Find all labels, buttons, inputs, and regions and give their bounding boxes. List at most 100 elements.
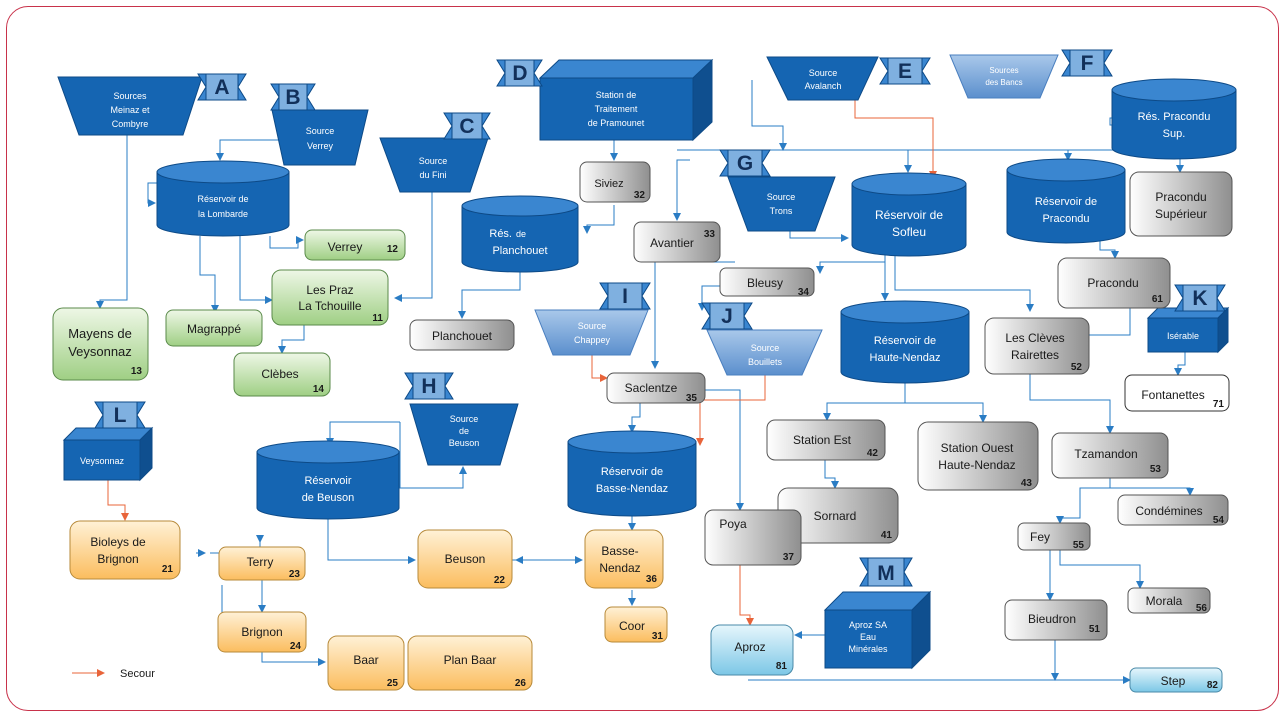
aproz-sa-line3: Minérales (848, 644, 888, 654)
node-tzamandon: Tzamandon 53 (1051, 432, 1169, 479)
node-brignon-num: 24 (290, 641, 302, 652)
node-siviez: Siviez 32 (579, 161, 651, 203)
badge-a-letter: A (214, 76, 229, 99)
node-station-est-label: Station Est (793, 433, 852, 447)
node-condemines-label: Condémines (1135, 504, 1202, 518)
veysonnaz-box-label: Veysonnaz (80, 456, 125, 466)
reservoir-lombarde: Réservoir de la Lombarde (156, 160, 290, 237)
node-fontanettes-num: 71 (1213, 399, 1225, 410)
node-clebes-label: Clèbes (261, 367, 298, 381)
badge-j-letter: J (721, 305, 733, 328)
node-beuson-label: Beuson (445, 552, 486, 566)
node-bleusy: Bleusy 34 (719, 267, 815, 298)
node-terry-label: Terry (247, 555, 274, 569)
node-basse-nendaz: Basse- Nendaz 36 (584, 529, 664, 589)
badge-b-letter: B (285, 86, 300, 109)
node-coor-num: 31 (652, 631, 664, 642)
reservoir-sofleu: Réservoir de Sofleu (851, 172, 967, 257)
source-chappey: Source Chappey (534, 309, 649, 356)
source-bancs-line1: Sources (989, 66, 1018, 75)
node-les-cleves-line1: Les Clèves (1005, 331, 1064, 345)
node-baar-label: Baar (353, 653, 378, 667)
node-mayens-line1: Mayens de (68, 326, 132, 341)
badge-l: L (94, 401, 146, 429)
node-station-ouest: Station Ouest Haute-Nendaz 43 (917, 421, 1039, 491)
source-bancs-line2: des Bancs (985, 78, 1022, 87)
badge-c: C (443, 112, 491, 140)
source-fini: Source du Fini (379, 137, 489, 193)
node-pracondu-label: Pracondu (1087, 276, 1138, 290)
aproz-sa-line1: Aproz SA (849, 620, 887, 630)
node-magrappe-label: Magrappé (187, 322, 241, 336)
node-station-est: Station Est 42 (766, 419, 886, 461)
node-les-cleves: Les Clèves Rairettes 52 (984, 317, 1090, 375)
badge-f-letter: F (1081, 52, 1094, 75)
reservoir-pracondu-line2: Pracondu (1042, 213, 1089, 225)
node-saclentze-num: 35 (686, 393, 698, 404)
node-clebes-num: 14 (313, 384, 325, 395)
reservoir-basse-nendaz: Réservoir de Basse-Nendaz (567, 430, 697, 517)
badge-f: F (1061, 49, 1113, 77)
node-planchouet: Planchouet (409, 319, 515, 351)
node-pracondu-superieur: Pracondu Supérieur (1129, 171, 1233, 237)
node-saclentze: Saclentze 35 (606, 372, 706, 404)
node-bioleys-line2: Brignon (97, 552, 138, 566)
badge-h: H (404, 372, 454, 400)
node-bioleys-num: 21 (162, 564, 174, 575)
node-sornard-num: 41 (881, 530, 893, 541)
badge-k-letter: K (1192, 287, 1207, 310)
node-planchouet-label: Planchouet (432, 329, 493, 343)
node-plan-baar: Plan Baar 26 (407, 635, 533, 691)
node-mayens-num: 13 (131, 366, 143, 377)
badge-c-letter: C (459, 115, 474, 138)
reservoir-beuson: Réservoir de Beuson (256, 440, 400, 520)
node-mayens-line2: Veysonnaz (68, 344, 132, 359)
node-station-ouest-line1: Station Ouest (941, 441, 1014, 455)
node-basse-nendaz-line1: Basse- (601, 544, 638, 558)
source-trons-line1: Source (767, 192, 796, 202)
node-bieudron-label: Bieudron (1028, 612, 1076, 626)
badge-k: K (1174, 284, 1226, 312)
veysonnaz-box: Veysonnaz (62, 426, 154, 482)
badges: A B C D E F G H I J K L M (94, 49, 1226, 587)
node-bioleys: Bioleys de Brignon 21 (69, 520, 181, 580)
node-avantier: Avantier 33 (633, 221, 721, 263)
station-traitement-line1: Station de (596, 90, 637, 100)
legend-label: Secour (120, 668, 155, 680)
node-siviez-num: 32 (634, 190, 646, 201)
node-aproz: Aproz 81 (710, 624, 794, 676)
badge-d: D (496, 59, 543, 87)
reservoir-sofleu-line1: Réservoir de (875, 208, 943, 222)
reservoir-pracondu-sup: Rés. Pracondu Sup. (1111, 78, 1237, 160)
source-trons-line2: Trons (770, 206, 793, 216)
node-bioleys-line1: Bioleys de (90, 535, 146, 549)
badge-i-letter: I (622, 285, 628, 308)
station-traitement-line3: de Pramounet (588, 118, 645, 128)
badge-a: A (197, 73, 247, 101)
node-terry-num: 23 (289, 569, 301, 580)
node-coor: Coor 31 (604, 606, 668, 643)
node-fontanettes-label: Fontanettes (1141, 388, 1204, 402)
node-aproz-num: 81 (776, 661, 788, 672)
node-fey: Fey 55 (1017, 522, 1091, 551)
node-condemines: Condémines 54 (1117, 494, 1229, 526)
node-les-praz-num: 11 (372, 313, 383, 324)
source-verrey-line1: Source (306, 126, 335, 136)
node-fey-label: Fey (1030, 530, 1050, 544)
station-traitement-line2: Traitement (595, 104, 638, 114)
node-verrey: Verrey 12 (304, 229, 406, 261)
reservoir-planchouet-line1a: Rés. (489, 228, 512, 240)
source-beuson-line1: Source (450, 414, 479, 424)
reservoir-lombarde-line2: la Lombarde (198, 209, 248, 219)
node-clebes: Clèbes 14 (233, 352, 331, 397)
node-pracondu-superieur-line2: Supérieur (1155, 207, 1207, 221)
node-brignon-label: Brignon (241, 625, 282, 639)
node-poya: Poya 37 (704, 509, 802, 566)
reservoir-haute-nendaz-line1: Réservoir de (874, 335, 936, 347)
node-tzamandon-num: 53 (1150, 464, 1162, 475)
node-aproz-label: Aproz (734, 640, 765, 654)
source-avalanch-line2: Avalanch (805, 81, 842, 91)
reservoir-planchouet-line2: Planchouet (492, 245, 547, 257)
node-fey-num: 55 (1073, 540, 1085, 551)
node-poya-label: Poya (719, 517, 747, 531)
